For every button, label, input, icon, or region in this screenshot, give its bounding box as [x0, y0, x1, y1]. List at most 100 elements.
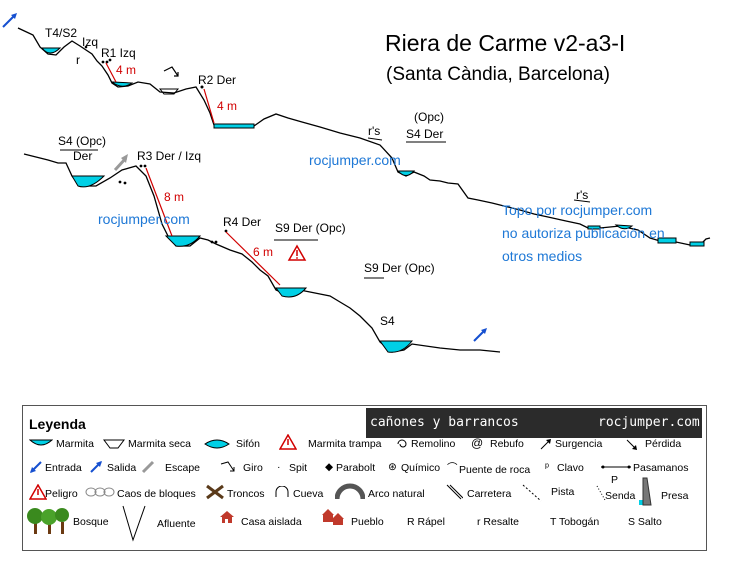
entrance-arrow-icon [2, 13, 17, 28]
caos-bloques-icon [85, 487, 115, 497]
legend-surgencia: Surgencia [555, 438, 603, 450]
marmita [379, 340, 414, 353]
parabolt-icon [210, 240, 218, 244]
banner-text-left: cañones y barrancos [370, 415, 519, 430]
marmita [40, 47, 62, 54]
page-subtitle: (Santa Càndia, Barcelona) [386, 64, 610, 85]
legend-escape: Escape [165, 462, 201, 474]
legend-banner: cañones y barrancos rocjumper.com [366, 408, 702, 438]
r3-rope [145, 167, 173, 237]
r2-rope [203, 88, 215, 124]
upper-canyon-profile [17, 27, 711, 246]
legend-rebufo: Rebufo [490, 438, 524, 450]
parabolt-icon [200, 85, 204, 89]
pasamanos-icon [601, 465, 631, 469]
salida-icon [90, 461, 102, 473]
exit-arrow-icon [473, 328, 487, 342]
parabolt-icon [224, 229, 228, 233]
legend-carretera: Carretera [467, 488, 512, 500]
parabolt-icon [139, 164, 147, 168]
resalte-mark [573, 199, 591, 203]
label-rs-1: r's [368, 124, 381, 138]
legend-pista: Pista [551, 486, 575, 498]
label-r3: R3 Der / Izq [137, 149, 202, 163]
banner-text-right: rocjumper.com [598, 415, 700, 430]
giro-icon [163, 66, 179, 77]
legend-pueblo: Pueblo [351, 516, 384, 528]
legend-peligro: Peligro [45, 488, 78, 500]
carretera-icon [446, 484, 463, 500]
legend-marmita: Marmita [56, 438, 94, 450]
resalte-mark [367, 137, 383, 141]
copyright-line-1: Topo por rocjumper.com [502, 202, 653, 218]
marmita [587, 225, 601, 230]
marmita-trampa-icon [287, 244, 307, 261]
r1-rope [105, 62, 117, 83]
peligro-icon [29, 484, 47, 500]
legend-rapel: R Rápel [407, 516, 445, 528]
parabolt-icon [118, 180, 127, 185]
sifon-icon [204, 439, 230, 449]
label-opc: (Opc) [414, 110, 444, 124]
legend-tobogan: T Tobogán [550, 516, 600, 528]
marmita [689, 241, 705, 247]
marmita-seca-icon [103, 439, 125, 449]
legend-marmita-trampa: Marmita trampa [308, 438, 382, 450]
legend-arco: Arco natural [368, 488, 425, 500]
watermark-2: rocjumper.com [98, 211, 190, 227]
legend-cueva: Cueva [293, 488, 324, 500]
marmita-seca-icon [158, 88, 180, 95]
legend-casa: Casa aislada [241, 516, 302, 528]
entrada-icon [30, 461, 42, 473]
legend-pasamanos: Pasamanos [633, 462, 689, 474]
legend-afluente: Afluente [157, 518, 196, 530]
marmita [396, 170, 416, 176]
marmita [110, 81, 134, 87]
presa-icon [639, 477, 652, 506]
label-s4-opc: S4 (Opc) [58, 134, 107, 148]
marmita [275, 287, 308, 298]
legend-senda: Senda [605, 490, 636, 502]
arco-natural-icon [335, 483, 365, 500]
marmita [164, 235, 202, 247]
giro-icon [220, 461, 235, 472]
label-s9-a: S9 Der (Opc) [275, 221, 346, 235]
marmita-trampa-icon [279, 434, 297, 450]
cueva-icon [275, 486, 289, 497]
label-r1-length: 4 m [116, 63, 137, 77]
escape-arrow-icon [113, 154, 128, 172]
legend-bosque: Bosque [73, 516, 109, 528]
casa-aislada-icon [220, 511, 234, 523]
legend-sifon: Sifón [236, 438, 260, 450]
label-der: Der [73, 149, 93, 163]
legend-caos: Caos de bloques [117, 488, 196, 500]
legend-marmita-seca: Marmita seca [128, 438, 192, 450]
marmita [614, 224, 634, 230]
perdida-icon [626, 439, 637, 450]
marmita [657, 237, 677, 244]
label-t4s2: T4/S2 [45, 26, 78, 40]
troncos-icon [206, 484, 224, 500]
r4-rope [225, 231, 281, 286]
legend-giro: Giro [243, 462, 263, 474]
label-r4: R4 Der [223, 215, 262, 229]
remolino-icon [397, 439, 407, 448]
copyright-line-2: no autoriza publicación en [502, 225, 665, 241]
label-r4-length: 6 m [253, 245, 274, 259]
legend-parabolt: Parabolt [336, 462, 376, 474]
parabolt-icon [101, 58, 112, 64]
afluente-icon [122, 505, 146, 542]
legend-salto: S Salto [628, 516, 662, 528]
legend-presa: Presa [661, 490, 689, 502]
rebufo-icon: @ [471, 436, 484, 450]
marmita-icon [29, 439, 53, 446]
label-rs-2: r's [576, 188, 589, 202]
pueblo-icon [322, 509, 344, 525]
spit-icon: · [277, 461, 281, 473]
watermark-1: rocjumper.com [309, 152, 401, 168]
page-title: Riera de Carme v2-a3-I [385, 30, 626, 56]
legend-puente-roca: Puente de roca [459, 464, 531, 476]
parabolt-icon: ◆ [325, 461, 334, 473]
puente-roca-icon: ⌒ [447, 462, 458, 474]
legend-spit: Spit [289, 462, 308, 474]
